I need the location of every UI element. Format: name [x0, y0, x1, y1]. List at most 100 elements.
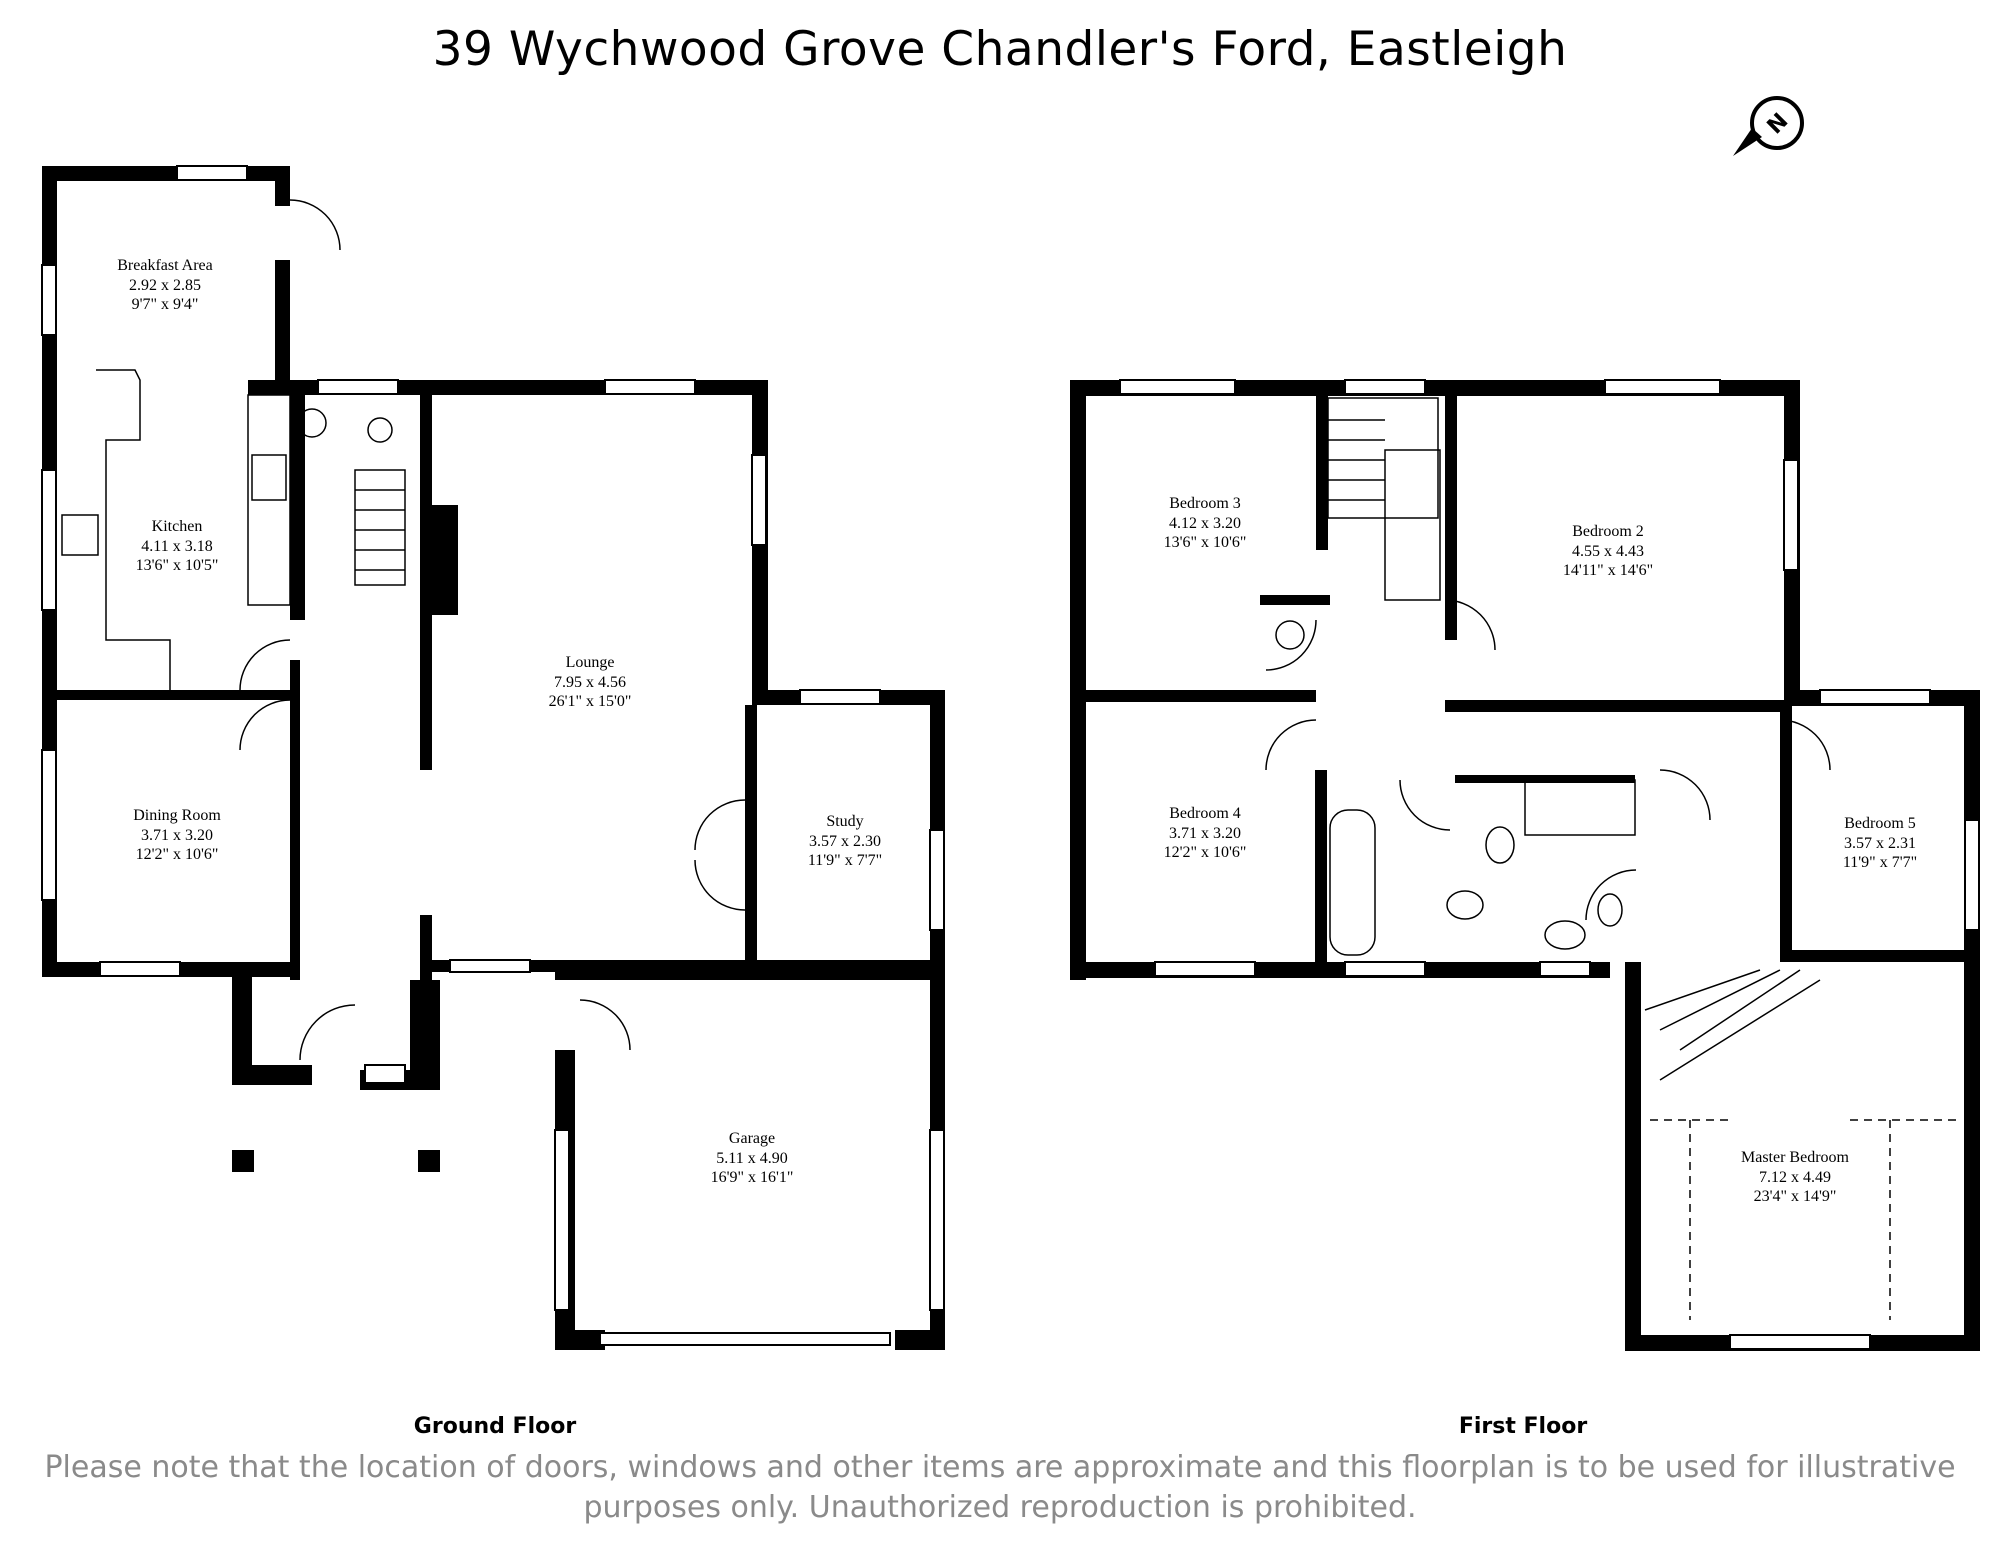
wall	[290, 380, 305, 620]
door-swing	[1585, 869, 1637, 921]
disclaimer-text: Please note that the location of doors, …	[44, 1450, 1956, 1525]
room-imperial: 12'2" x 10'6"	[136, 846, 219, 863]
window	[554, 1129, 570, 1311]
room-imperial: 12'2" x 10'6"	[1164, 844, 1247, 861]
door-swing	[239, 699, 291, 751]
door-swing	[694, 859, 746, 911]
hob	[251, 454, 287, 501]
wall	[1780, 950, 1970, 962]
garage-door	[599, 1332, 891, 1346]
door-swing	[1265, 619, 1317, 671]
window	[1729, 1334, 1871, 1350]
door-swing	[579, 999, 631, 1051]
room-metric: 4.12 x 3.20	[1169, 515, 1241, 532]
door-swing	[239, 639, 291, 691]
room-name: Dining Room	[133, 807, 221, 824]
basin	[1544, 920, 1586, 950]
room-metric: 3.71 x 3.20	[1169, 825, 1241, 842]
room-name: Garage	[729, 1130, 775, 1147]
room-name: Bedroom 5	[1844, 815, 1916, 832]
stairs	[1327, 397, 1439, 519]
window	[176, 165, 248, 181]
ground-floor-plan	[42, 166, 945, 1350]
room-name: Breakfast Area	[117, 257, 213, 274]
room-name: Bedroom 4	[1169, 805, 1241, 822]
door-swing	[1399, 779, 1451, 831]
door-swing	[299, 1004, 356, 1061]
wall	[420, 915, 432, 985]
window	[1344, 379, 1426, 395]
stair-lines	[1644, 969, 1821, 1081]
cylinder	[1275, 620, 1305, 650]
window	[929, 1129, 945, 1311]
ground-floor-labels: Breakfast Area 2.92 x 2.85 9'7" x 9'4" K…	[117, 257, 882, 1439]
window	[1819, 689, 1931, 705]
window	[41, 469, 57, 611]
room-name: Kitchen	[152, 518, 203, 535]
first-floor-labels: Bedroom 3 4.12 x 3.20 13'6" x 10'6" Bedr…	[1164, 495, 1918, 1439]
wall	[57, 690, 300, 700]
wall	[232, 1065, 312, 1085]
shower	[1524, 779, 1636, 836]
plan-title: 39 Wychwood Grove Chandler's Ford, Eastl…	[432, 22, 1568, 77]
pillar	[232, 1150, 254, 1172]
wall	[1455, 775, 1635, 783]
door-swing	[1265, 719, 1317, 771]
ground-floor-windows	[41, 165, 945, 1346]
bath	[1329, 809, 1376, 956]
toilet	[1597, 893, 1623, 927]
wall	[1315, 770, 1327, 965]
sloped-ceiling	[1650, 1119, 1960, 1320]
kitchen-units	[247, 394, 291, 606]
wall	[1780, 700, 1792, 960]
room-name: Lounge	[566, 654, 615, 671]
window	[449, 959, 531, 973]
wall	[420, 380, 432, 770]
window	[604, 379, 696, 395]
kitchen-worktop	[96, 369, 171, 690]
room-imperial: 23'4" x 14'9"	[1754, 1188, 1837, 1205]
door-swing	[1659, 769, 1711, 821]
room-imperial: 13'6" x 10'5"	[136, 557, 219, 574]
room-metric: 7.12 x 4.49	[1759, 1169, 1831, 1186]
room-name: Master Bedroom	[1741, 1149, 1850, 1166]
wall	[555, 1330, 605, 1350]
room-name: Study	[826, 813, 863, 830]
room-imperial: 26'1" x 15'0"	[549, 693, 632, 710]
room-name: Bedroom 3	[1169, 495, 1241, 512]
door-swing	[694, 799, 746, 851]
window	[1539, 961, 1591, 977]
basin	[297, 408, 327, 438]
window	[1604, 379, 1721, 395]
floor-label: Ground Floor	[414, 1414, 577, 1439]
room-name: Bedroom 2	[1572, 523, 1644, 540]
first-floor-windows	[1119, 379, 1980, 1350]
toilet	[1446, 890, 1484, 920]
window	[41, 264, 57, 336]
wall	[1445, 700, 1785, 712]
window	[1344, 961, 1426, 977]
room-metric: 2.92 x 2.85	[129, 277, 201, 294]
room-imperial: 11'9" x 7'7"	[1843, 854, 1917, 871]
door-swing	[1444, 599, 1496, 651]
wall	[290, 660, 300, 980]
room-imperial: 16'9" x 16'1"	[711, 1169, 794, 1186]
stair-rail	[1384, 449, 1441, 601]
window	[364, 1064, 406, 1084]
ground-floor-fixtures	[61, 199, 746, 1061]
window	[751, 454, 767, 546]
pillar	[418, 1150, 440, 1172]
window	[317, 379, 399, 395]
room-metric: 3.57 x 2.31	[1844, 835, 1916, 852]
wall	[1086, 690, 1316, 702]
room-imperial: 14'11" x 14'6"	[1563, 562, 1653, 579]
room-metric: 3.57 x 2.30	[809, 833, 881, 850]
room-metric: 4.11 x 3.18	[141, 538, 212, 555]
wall	[745, 705, 757, 960]
window	[799, 689, 881, 705]
window	[1964, 819, 1980, 931]
north-compass-icon: N	[1733, 96, 1804, 156]
wall	[1625, 962, 1641, 1351]
stair-treads	[1328, 419, 1385, 501]
stair-treads	[355, 489, 405, 571]
